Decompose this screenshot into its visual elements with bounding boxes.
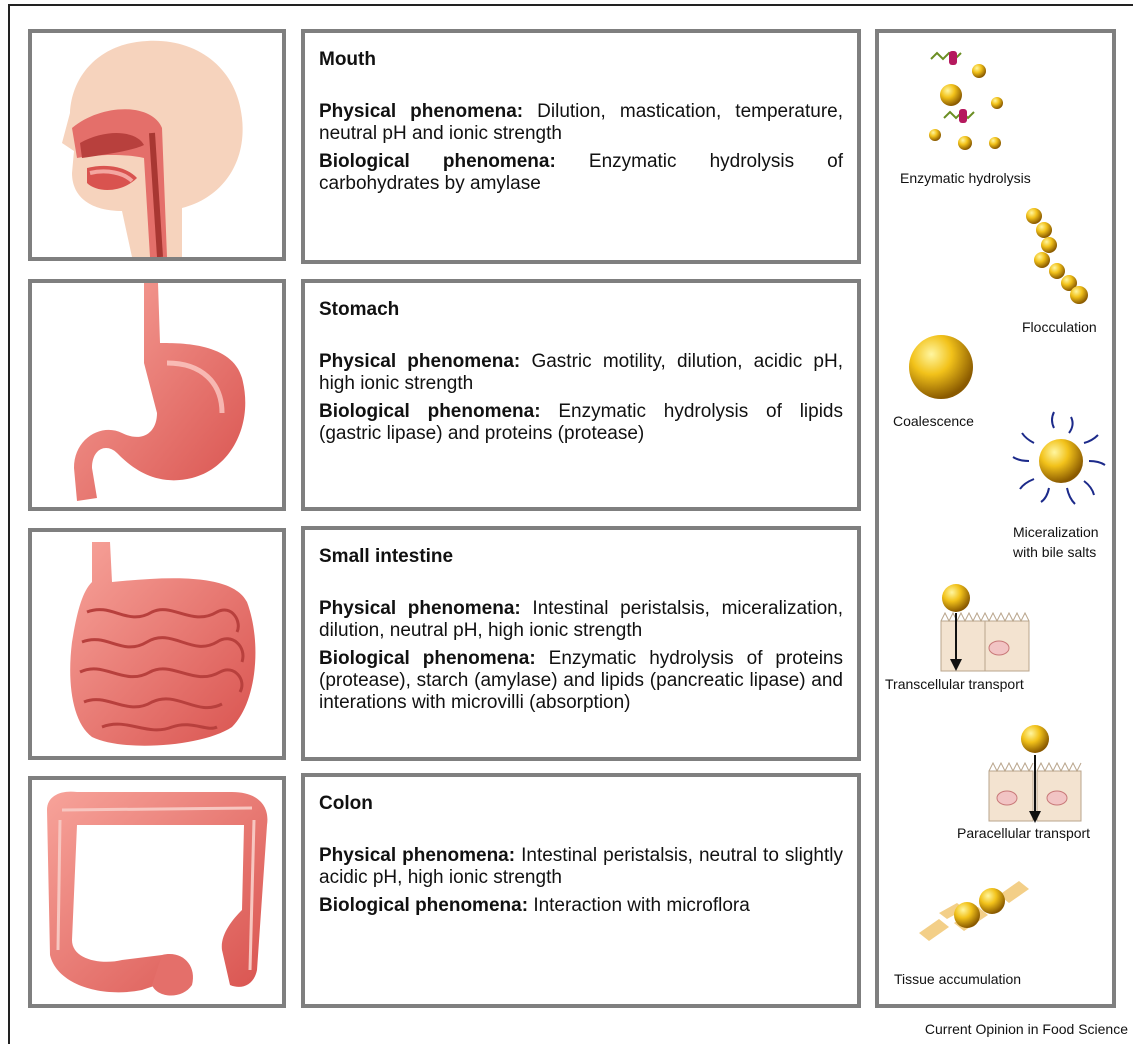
stomach-biological-phenomena: Biological phenomena: Enzymatic hydrolys… — [319, 401, 843, 445]
biological-label: Biological phenomena: — [319, 401, 541, 422]
miceralization-label-line2: with bile salts — [1013, 544, 1096, 560]
mouth-biological-phenomena: Biological phenomena: Enzymatic hydrolys… — [319, 151, 843, 195]
tissue-accumulation-label: Tissue accumulation — [894, 971, 1021, 987]
mouth-physical-phenomena: Physical phenomena: Dilution, masticatio… — [319, 101, 843, 145]
source-credit: Current Opinion in Food Science — [925, 1021, 1128, 1037]
colon-description-panel: Colon Physical phenomena: Intestinal per… — [301, 773, 861, 1008]
physical-label: Physical phenomena: — [319, 598, 521, 619]
biological-text: Interaction with microflora — [533, 895, 749, 916]
mouth-title: Mouth — [319, 49, 843, 71]
stomach-title: Stomach — [319, 299, 843, 321]
colon-physical-phenomena: Physical phenomena: Intestinal peristals… — [319, 845, 843, 889]
transcellular-transport-icon — [941, 584, 1029, 671]
colon-title: Colon — [319, 793, 843, 815]
enzymatic-hydrolysis-label: Enzymatic hydrolysis — [900, 170, 1031, 186]
transcellular-transport-label: Transcellular transport — [885, 676, 1024, 692]
small-intestine-physical-phenomena: Physical phenomena: Intestinal peristals… — [319, 598, 843, 642]
miceralization-label-line1: Miceralization — [1013, 524, 1099, 540]
head-mouth-illustration — [32, 33, 282, 257]
coalescence-label: Coalescence — [893, 413, 974, 429]
biological-label: Biological phenomena: — [319, 151, 556, 172]
stomach-illustration — [32, 283, 282, 507]
physical-label: Physical phenomena: — [319, 845, 515, 866]
stomach-description-panel: Stomach Physical phenomena: Gastric moti… — [301, 279, 861, 511]
mouth-image-panel — [28, 29, 286, 261]
colon-illustration — [32, 780, 282, 1004]
small-intestine-illustration — [32, 532, 282, 756]
small-intestine-title: Small intestine — [319, 546, 843, 568]
mechanisms-panel: Enzymatic hydrolysis Flocculation Coales… — [875, 29, 1116, 1008]
physical-label: Physical phenomena: — [319, 351, 520, 372]
small-intestine-description-panel: Small intestine Physical phenomena: Inte… — [301, 526, 861, 761]
flocculation-label: Flocculation — [1022, 319, 1097, 335]
paracellular-transport-icon — [989, 725, 1081, 823]
small-intestine-biological-phenomena: Biological phenomena: Enzymatic hydrolys… — [319, 648, 843, 714]
stomach-physical-phenomena: Physical phenomena: Gastric motility, di… — [319, 351, 843, 395]
colon-image-panel — [28, 776, 286, 1008]
tissue-accumulation-icon — [919, 881, 1029, 941]
stomach-image-panel — [28, 279, 286, 511]
mouth-description-panel: Mouth Physical phenomena: Dilution, mast… — [301, 29, 861, 264]
small-intestine-image-panel — [28, 528, 286, 760]
coalescence-icon — [909, 335, 973, 399]
biological-label: Biological phenomena: — [319, 895, 528, 916]
flocculation-icon — [1026, 208, 1088, 304]
physical-label: Physical phenomena: — [319, 101, 523, 122]
paracellular-transport-label: Paracellular transport — [957, 825, 1090, 841]
enzymatic-hydrolysis-icon — [929, 51, 1003, 150]
biological-label: Biological phenomena: — [319, 648, 536, 669]
colon-biological-phenomena: Biological phenomena: Interaction with m… — [319, 895, 843, 917]
